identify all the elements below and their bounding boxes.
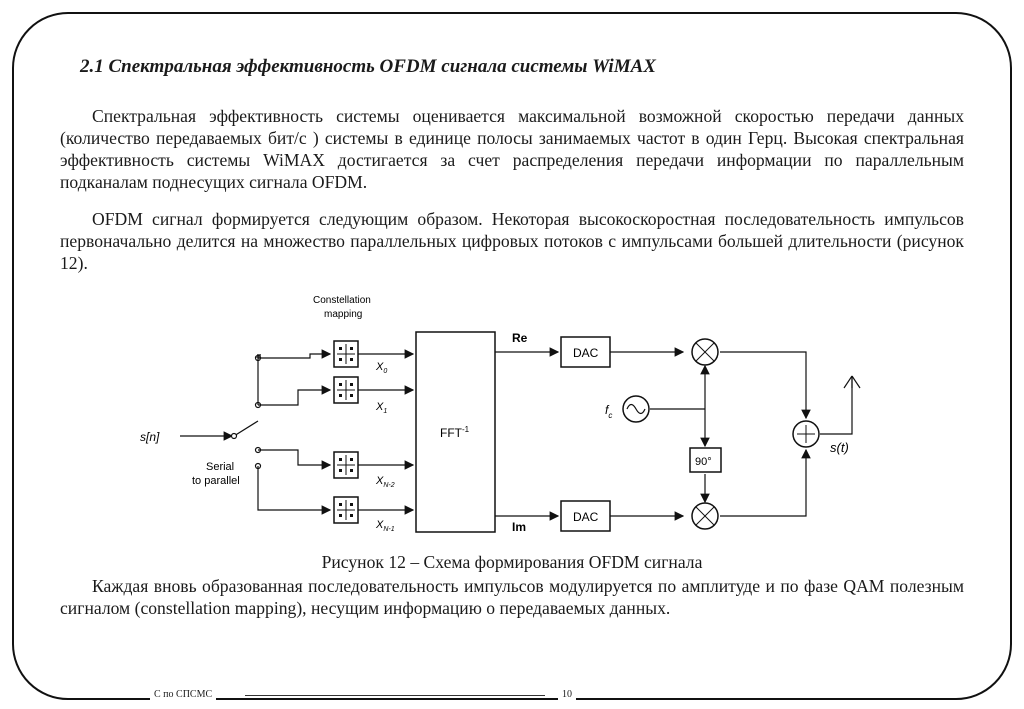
constellation-label-1: Constellation <box>313 295 371 306</box>
oscillator-label: fc <box>605 403 612 420</box>
slide-frame <box>12 12 1012 700</box>
footer-course: С по СПСМС <box>150 689 217 700</box>
oscillator <box>622 395 650 423</box>
dac-bottom-block <box>560 500 611 532</box>
fft-block <box>415 331 496 533</box>
x1-label: X1 <box>375 401 387 415</box>
dac-bottom-label: DAC <box>573 510 599 524</box>
re-label: Re <box>512 331 528 345</box>
mixer-bottom <box>691 502 719 530</box>
adder <box>792 420 820 448</box>
im-label: Im <box>512 520 526 534</box>
paragraph-3: Каждая вновь образованная последовательн… <box>60 576 964 618</box>
page-number: 10 <box>558 689 576 700</box>
dac-top-label: DAC <box>573 346 599 360</box>
constellation-block-n2 <box>333 451 359 479</box>
serial-label-1: Serial <box>206 461 234 473</box>
output-label: s(t) <box>830 440 849 455</box>
paragraph-2: OFDM сигнал формируется следующим образо… <box>60 209 964 273</box>
figure-caption: Рисунок 12 – Схема формирования OFDM сиг… <box>321 552 703 572</box>
phase-shifter-block <box>689 447 722 473</box>
section-title: 2.1 Спектральная эффективность OFDM сигн… <box>80 56 656 77</box>
constellation-block-n1 <box>333 496 359 524</box>
phase-shifter-label: 90° <box>695 456 712 468</box>
xn1-label: XN-1 <box>375 519 395 533</box>
constellation-block-0 <box>333 340 359 368</box>
footer-divider <box>245 695 545 696</box>
constellation-block-1 <box>333 376 359 404</box>
ofdm-diagram: FFT-1 DAC DAC fc 90° s(t) s[n] Serial to… <box>140 295 861 534</box>
paragraph-1: Спектральная эффективность системы оцени… <box>60 106 964 192</box>
dac-top-block <box>560 336 611 368</box>
mixer-top <box>691 338 719 366</box>
constellation-label-2: mapping <box>324 309 362 320</box>
input-label: s[n] <box>140 430 160 444</box>
serial-label-2: to parallel <box>192 475 240 487</box>
fft-label: FFT-1 <box>440 425 470 440</box>
xn2-label: XN-2 <box>375 475 395 489</box>
x0-label: X0 <box>375 361 387 375</box>
